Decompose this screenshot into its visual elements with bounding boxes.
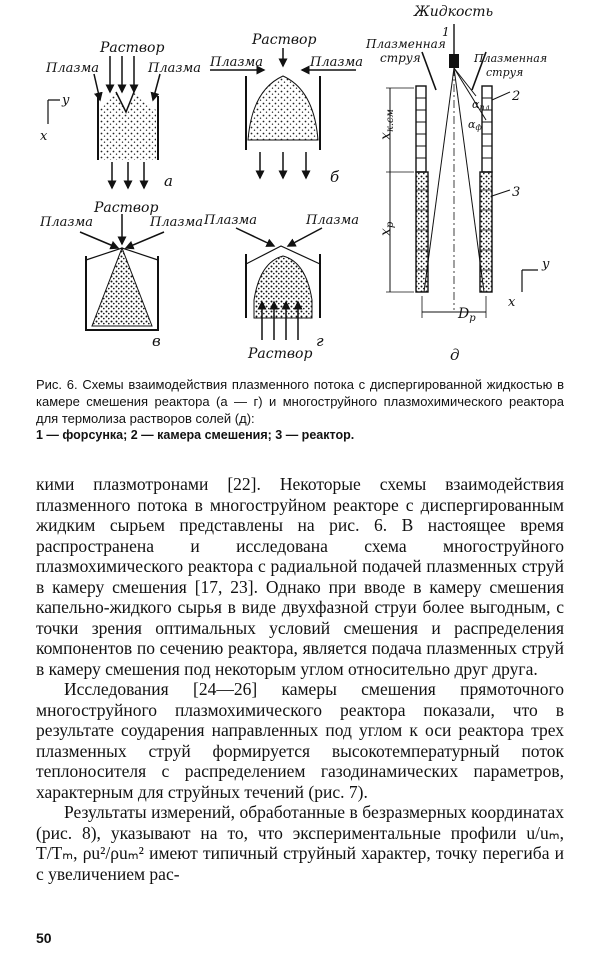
body-text: кими плазмотронами [22]. Некоторые схемы… bbox=[36, 474, 564, 884]
panel-g-letter: г bbox=[316, 332, 324, 350]
panel-v-top-label: Раствор bbox=[93, 200, 158, 216]
panel-d-d-p: Dр bbox=[457, 306, 476, 324]
panel-g: Плазма Плазма Раствор г bbox=[203, 213, 359, 362]
panel-b-top-label: Раствор bbox=[251, 32, 316, 48]
panel-d-num-1: 1 bbox=[442, 25, 450, 39]
panel-d-num-3: 3 bbox=[512, 185, 520, 200]
panel-v: Раствор Плазма Плазма в bbox=[40, 200, 203, 350]
panel-b-letter: б bbox=[330, 168, 340, 186]
panel-g-right-label: Плазма bbox=[305, 213, 359, 228]
panel-b: Раствор Плазма Плазма б bbox=[209, 32, 363, 186]
panel-a-top-label: Раствор bbox=[99, 40, 164, 56]
panel-g-left-label: Плазма bbox=[203, 213, 257, 228]
panel-d-right-jet-2: струя bbox=[486, 66, 523, 79]
panel-d-alpha-pl: αпл bbox=[472, 98, 490, 112]
panel-d-right-jet-1: Плазменная bbox=[473, 52, 547, 65]
panel-v-left-label: Плазма bbox=[40, 215, 93, 230]
caption-legend: 1 — форсунка; 2 — камера смешения; 3 — р… bbox=[36, 428, 355, 442]
panel-d-letter: д bbox=[450, 346, 460, 364]
panel-d-axis-y: y bbox=[541, 257, 550, 272]
panel-a-left-label: Плазма bbox=[45, 61, 99, 76]
panel-v-right-label: Плазма bbox=[149, 215, 203, 230]
panel-d-x-ksm: xк.см bbox=[378, 109, 396, 140]
caption-text: Рис. 6. Схемы взаимодействия плазменного… bbox=[36, 377, 564, 426]
panel-d-top-label: Жидкость bbox=[413, 4, 493, 20]
panel-a: Раствор Плазма Плазма y x а bbox=[40, 40, 201, 190]
panel-b-left-label: Плазма bbox=[209, 55, 263, 70]
panel-d-left-jet-2: струя bbox=[380, 51, 421, 65]
panel-d-num-2: 2 bbox=[511, 89, 520, 104]
figure-6-drawing: Раствор Плазма Плазма y x а bbox=[40, 4, 550, 364]
paragraph-1: кими плазмотронами [22]. Некоторые схемы… bbox=[36, 474, 564, 679]
panel-d: Жидкость Плазменная струя Плазменная стр… bbox=[365, 4, 550, 364]
panel-a-letter: а bbox=[164, 172, 173, 190]
panel-d-left-jet-1: Плазменная bbox=[365, 37, 446, 51]
page-number: 50 bbox=[36, 930, 52, 946]
panel-d-axis-x: x bbox=[508, 295, 516, 310]
figure-caption: Рис. 6. Схемы взаимодействия плазменного… bbox=[36, 376, 564, 444]
paragraph-3: Результаты измерений, обработанные в без… bbox=[36, 802, 564, 884]
paragraph-2: Исследования [24—26] камеры смешения пря… bbox=[36, 679, 564, 802]
panel-g-bottom-label: Раствор bbox=[247, 346, 312, 362]
panel-a-right-label: Плазма bbox=[147, 61, 201, 76]
panel-d-x-p: xр bbox=[378, 221, 396, 236]
panel-b-right-label: Плазма bbox=[309, 55, 363, 70]
panel-a-axis-x: x bbox=[40, 129, 48, 144]
figure-6: Раствор Плазма Плазма y x а bbox=[40, 0, 560, 372]
panel-v-letter: в bbox=[152, 332, 161, 350]
panel-d-alpha-f: αф bbox=[468, 118, 482, 132]
panel-a-axis-y: y bbox=[61, 93, 70, 108]
